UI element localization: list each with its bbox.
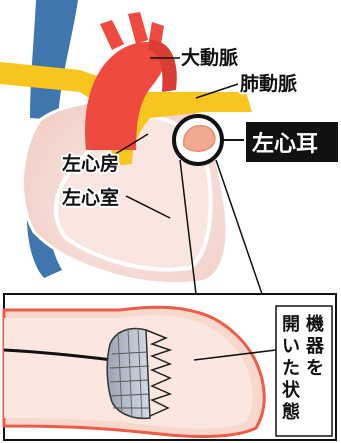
aortic-branch-2 — [128, 12, 148, 44]
vena-cava-upper — [30, 0, 78, 120]
label-aorta: 大動脈 — [181, 46, 238, 69]
aortic-branch-1 — [100, 20, 124, 50]
caption-char-7: 状 — [282, 379, 301, 401]
appendage-shape — [184, 126, 215, 152]
caption-char-3: を — [306, 358, 324, 379]
label-left-ventricle: 左心室 — [62, 186, 119, 209]
label-left-atrial-appendage: 左心耳 — [252, 131, 318, 157]
caption-char-4: 開 — [282, 314, 300, 335]
caption-char-5: い — [282, 336, 300, 357]
caption-char-6: た — [282, 358, 300, 379]
label-left-atrium: 左心房 — [62, 152, 119, 175]
caption-char-1: 機 — [306, 313, 324, 335]
label-pulmonary-artery: 肺動脈 — [240, 72, 297, 95]
caption-char-8: 態 — [282, 401, 300, 423]
caption-char-2: 器 — [305, 336, 325, 357]
